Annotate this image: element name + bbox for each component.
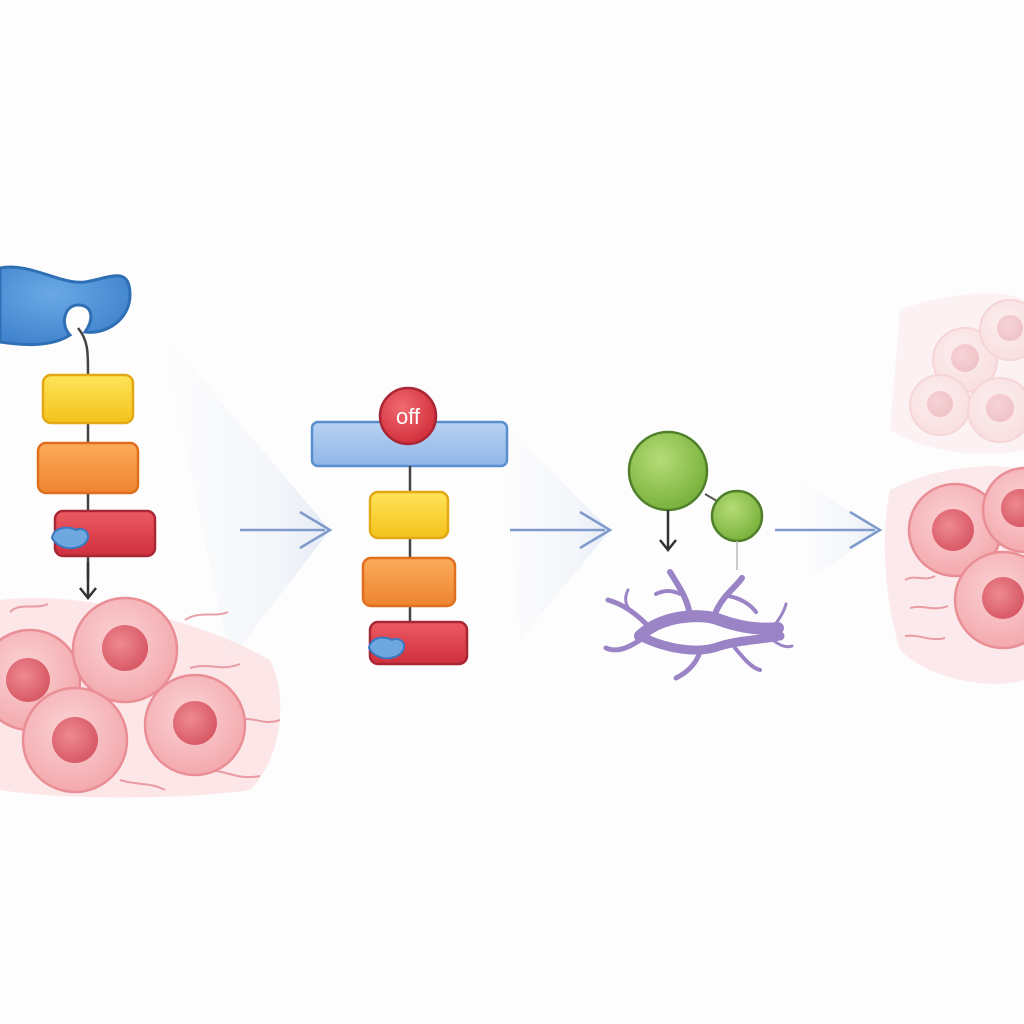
down-arrow-icon bbox=[79, 562, 97, 601]
cell bbox=[981, 466, 1024, 554]
cell bbox=[21, 686, 129, 794]
cell bbox=[979, 299, 1024, 361]
tether-line bbox=[77, 327, 90, 373]
cell bbox=[953, 550, 1024, 650]
orange-kinase-block bbox=[36, 441, 140, 495]
stage-4-outcome-cells bbox=[884, 293, 1024, 684]
blue-binding-icon bbox=[50, 526, 90, 550]
orange-kinase-block bbox=[361, 556, 457, 608]
cell bbox=[909, 374, 971, 436]
cell bbox=[932, 327, 998, 393]
cell-cluster-faded bbox=[890, 293, 1024, 454]
down-arrow-icon bbox=[659, 510, 677, 553]
transition-arrow-1 bbox=[160, 330, 333, 660]
purple-dendritic-cell bbox=[603, 569, 794, 681]
stage-3-downstream bbox=[603, 430, 794, 681]
cell bbox=[143, 673, 247, 777]
blue-binding-icon bbox=[367, 636, 406, 660]
cell bbox=[907, 482, 1003, 578]
cell-cluster-dense bbox=[0, 596, 281, 798]
off-switch-label: off bbox=[396, 404, 421, 429]
green-molecule-large bbox=[627, 430, 709, 512]
stage-2-inhibited-pathway: off bbox=[310, 386, 509, 666]
cell-cluster-outcome bbox=[884, 466, 1024, 684]
green-molecule-small bbox=[710, 489, 764, 543]
cell bbox=[71, 596, 179, 704]
ligand-receptor-blob bbox=[0, 265, 132, 347]
off-switch-badge: off bbox=[378, 386, 438, 446]
transition-arrow-2 bbox=[500, 420, 613, 640]
cell bbox=[967, 377, 1024, 443]
yellow-kinase-block bbox=[41, 373, 135, 425]
transition-arrow-3 bbox=[775, 480, 883, 580]
stage-1-active-pathway bbox=[0, 265, 281, 798]
yellow-kinase-block bbox=[368, 490, 450, 540]
